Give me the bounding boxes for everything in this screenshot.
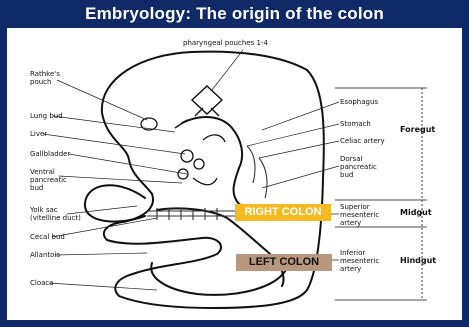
label-rathke: Rathke's pouch bbox=[30, 70, 70, 86]
region-midgut: Midgut bbox=[400, 209, 432, 217]
region-hindgut: Hindgut bbox=[400, 257, 436, 265]
diagram-panel: pharyngeal pouches 1-4 Rathke's pouch Lu… bbox=[7, 28, 462, 320]
label-cecal-bud: Cecal bud bbox=[30, 233, 65, 241]
label-allantois: Allantois bbox=[30, 251, 60, 259]
label-celiac: Celiac artery bbox=[340, 137, 385, 145]
label-cloaca: Cloaca bbox=[30, 279, 54, 287]
label-inferior-mesenteric: Inferior mesenteric artery bbox=[340, 249, 386, 273]
slide-title: Embryology: The origin of the colon bbox=[0, 4, 469, 24]
label-lung-bud: Lung bud bbox=[30, 112, 63, 120]
region-foregut: Foregut bbox=[400, 126, 435, 134]
label-gallbladder: Gallbladder bbox=[30, 150, 70, 158]
dorsal-vessels bbox=[247, 146, 267, 198]
right-colon-highlight: RIGHT COLON bbox=[235, 204, 331, 221]
label-liver: Liver bbox=[30, 130, 47, 138]
left-colon-highlight: LEFT COLON bbox=[236, 254, 332, 271]
label-pharyngeal: pharyngeal pouches 1-4 bbox=[183, 39, 268, 47]
label-ventral-pancreatic: Ventral pancreatic bud bbox=[30, 168, 78, 192]
label-dorsal-pancreatic: Dorsal pancreatic bud bbox=[340, 155, 382, 179]
yolk-sac bbox=[85, 185, 145, 221]
gut-tube bbox=[182, 117, 297, 212]
liver-bud bbox=[181, 150, 193, 162]
label-esophagus: Esophagus bbox=[340, 98, 378, 106]
label-stomach: Stomach bbox=[340, 120, 371, 128]
label-superior-mesenteric: Superior mesenteric artery bbox=[340, 203, 386, 227]
pharyngeal-arches bbox=[192, 86, 222, 114]
label-yolk-sac: Yolk sac (vitelline duct) bbox=[30, 206, 82, 222]
